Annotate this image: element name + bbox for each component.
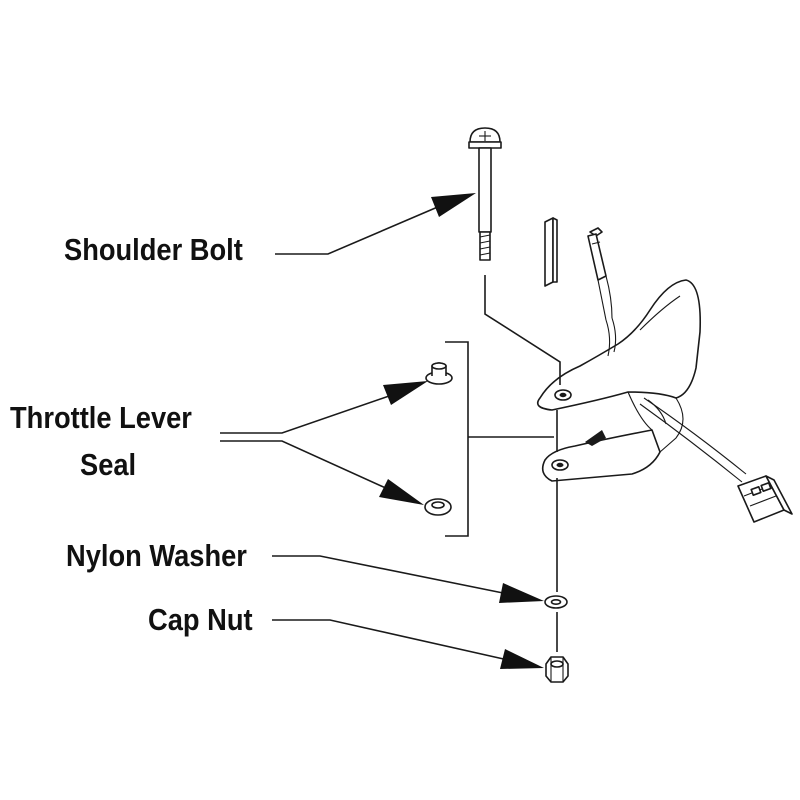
assembly-axis-lines [484, 275, 561, 652]
leader-seal-upper [220, 381, 428, 434]
leader-cap-nut [272, 619, 544, 669]
leader-seal-lower [220, 440, 424, 505]
spacer-clip-part [544, 217, 558, 287]
callout-cap-nut: Cap Nut [148, 602, 253, 637]
callout-shoulder-bolt: Shoulder Bolt [64, 232, 243, 267]
seal-lower-part [424, 498, 452, 516]
shoulder-bolt-part [468, 127, 502, 261]
callout-throttle-lever-seal-line1: Throttle Lever [10, 400, 192, 435]
leader-nylon-washer [272, 555, 544, 603]
seal-upper-part [425, 362, 453, 385]
wire-connector-clip-part [587, 227, 613, 321]
nylon-washer-part [544, 595, 568, 609]
seal-bracket-lines [445, 341, 554, 537]
leader-shoulder-bolt [275, 193, 476, 255]
callout-nylon-washer: Nylon Washer [66, 538, 247, 573]
wire-connector-part [737, 475, 793, 523]
cap-nut-part [545, 656, 569, 683]
callout-throttle-lever-seal-line2: Seal [80, 447, 137, 482]
throttle-lever-part [536, 279, 747, 483]
